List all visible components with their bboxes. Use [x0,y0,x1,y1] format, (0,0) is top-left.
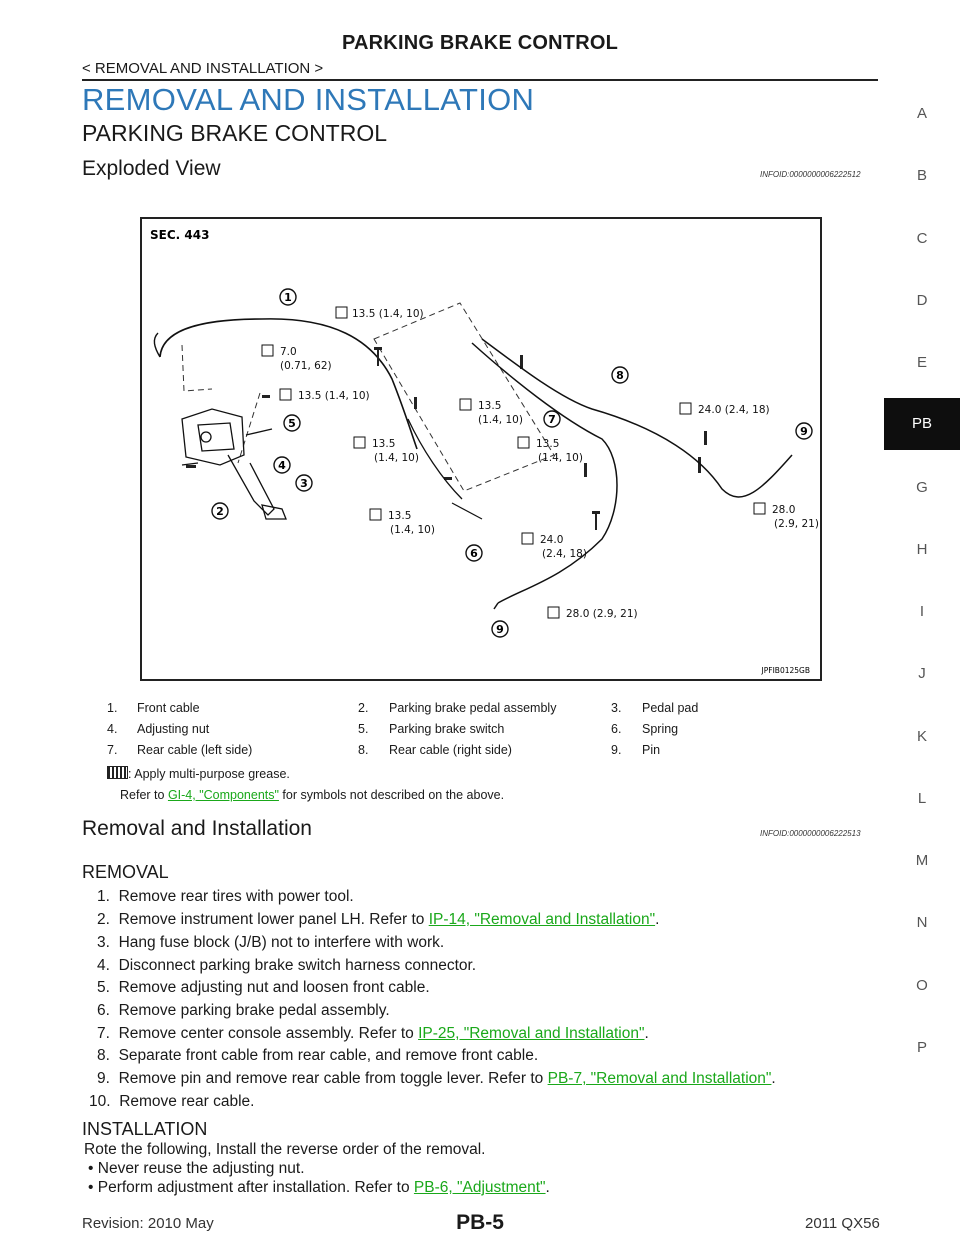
removal-installation-heading: Removal and Installation [82,817,312,840]
torque-label-3: 13.5 (1.4, 10) [298,390,370,402]
tab-g[interactable]: G [916,479,928,496]
link-gi-4-components[interactable]: GI-4, "Components" [167,788,279,802]
torque-label-9a: 28.0 [772,504,795,516]
running-header-title: PARKING BRAKE CONTROL [341,32,619,54]
removal-step-7: 7. Remove center console assembly. Refer… [97,1025,649,1042]
section-heading: REMOVAL AND INSTALLATION [82,82,535,117]
tab-j[interactable]: J [918,665,926,682]
callout-9-lower: 9 [496,623,504,636]
removal-step-10: 10. Remove rear cable. [89,1093,255,1110]
callout-4: 4 [278,459,286,472]
tab-l[interactable]: L [917,790,927,807]
pedal-dashed-line [181,344,213,392]
removal-step-2: 2. Remove instrument lower panel LH. Ref… [97,911,660,928]
tab-p[interactable]: P [916,1039,927,1056]
tab-e[interactable]: E [916,354,927,371]
torque-label-2a: 7.0 [280,346,297,358]
torque-label-6a: 13.5 [536,438,559,450]
link-pb-7[interactable]: PB-7, "Removal and Installation" [547,1070,772,1087]
tab-d[interactable]: D [916,292,928,309]
tab-o[interactable]: O [916,977,928,994]
rear-cable-left-line [471,342,618,604]
removal-step-9: 9. Remove pin and remove rear cable from… [97,1070,776,1087]
front-cable-line [159,318,418,450]
callout-2: 2 [216,505,224,518]
tab-c[interactable]: C [916,230,928,247]
link-ip-14[interactable]: IP-14, "Removal and Installation" [428,911,656,928]
tab-k[interactable]: K [916,728,927,745]
exploded-view-heading: Exploded View [82,157,221,180]
link-pb-6[interactable]: PB-6, "Adjustment" [413,1179,546,1196]
callout-9-upper: 9 [800,425,808,438]
link-ip-25[interactable]: IP-25, "Removal and Installation" [418,1025,645,1042]
exploded-view-infoid: INFOID:0000000006222512 [760,170,861,179]
callout-3: 3 [300,477,308,490]
installation-bullet-2: • Perform adjustment after installation.… [88,1179,550,1196]
tab-b[interactable]: B [916,167,927,184]
tab-m[interactable]: M [915,852,929,869]
model-label: 2011 QX56 [805,1215,880,1232]
torque-label-7a: 13.5 [388,510,411,522]
rear-cable-right-line [481,338,793,498]
callout-7: 7 [548,413,556,426]
callout-1: 1 [284,291,292,304]
exploded-view-drawing: SEC. 443 [150,228,819,675]
tab-n[interactable]: N [916,914,928,931]
torque-label-5b: (1.4, 10) [478,414,523,426]
revision-label: Revision: 2010 May [82,1215,214,1232]
cable-joint-line [407,418,463,500]
tab-h[interactable]: H [916,541,928,558]
torque-label-1: 13.5 (1.4, 10) [352,308,424,320]
removal-step-8: 8. Separate front cable from rear cable,… [97,1047,539,1064]
callout-6: 6 [470,547,478,560]
breadcrumb: < REMOVAL AND INSTALLATION > [82,60,324,77]
installation-intro: Rote the following, Install the reverse … [84,1141,486,1158]
torque-label-9b: (2.9, 21) [774,518,819,530]
tab-a[interactable]: A [916,105,927,122]
removal-installation-infoid: INFOID:0000000006222513 [760,829,861,838]
torque-label-5a: 13.5 [478,400,501,412]
torque-label-2b: (0.71, 62) [280,360,332,372]
grease-note: : Apply multi-purpose grease. [107,766,290,781]
installation-bullet-1: • Never reuse the adjusting nut. [88,1160,305,1177]
exploded-view-figure: SEC. 443 [140,217,822,681]
grease-icon [107,766,128,779]
torque-label-10b: (2.4, 18) [542,548,587,560]
tab-i[interactable]: I [919,603,925,620]
torque-label-10a: 24.0 [540,534,563,546]
header-divider [82,79,878,81]
torque-label-4b: (1.4, 10) [374,452,419,464]
figure-code: JPFIB0125GB [761,666,810,675]
console-dashed-outline [373,302,555,492]
removal-step-6: 6. Remove parking brake pedal assembly. [97,1002,390,1019]
tab-pb-active[interactable]: PB [884,398,960,450]
torque-label-4a: 13.5 [372,438,395,450]
pedal-assembly-drawing [181,408,287,520]
torque-label-8: 24.0 (2.4, 18) [698,404,770,416]
page-number: PB-5 [456,1211,504,1234]
removal-step-4: 4. Disconnect parking brake switch harne… [97,957,477,974]
removal-step-3: 3. Hang fuse block (J/B) not to interfer… [97,934,445,951]
callout-5: 5 [288,417,296,430]
removal-step-1: 1. Remove rear tires with power tool. [97,888,354,905]
removal-title: REMOVAL [82,862,169,882]
callout-8: 8 [616,369,624,382]
installation-title: INSTALLATION [82,1119,208,1139]
torque-label-11: 28.0 (2.9, 21) [566,608,638,620]
torque-label-7b: (1.4, 10) [390,524,435,536]
refer-note: Refer to GI-4, "Components" for symbols … [120,788,505,802]
torque-label-6b: (1.4, 10) [538,452,583,464]
section-number: SEC. 443 [150,228,209,242]
removal-step-5: 5. Remove adjusting nut and loosen front… [97,979,430,996]
bolt-symbols [186,347,707,530]
subsection-heading: PARKING BRAKE CONTROL [82,120,388,146]
